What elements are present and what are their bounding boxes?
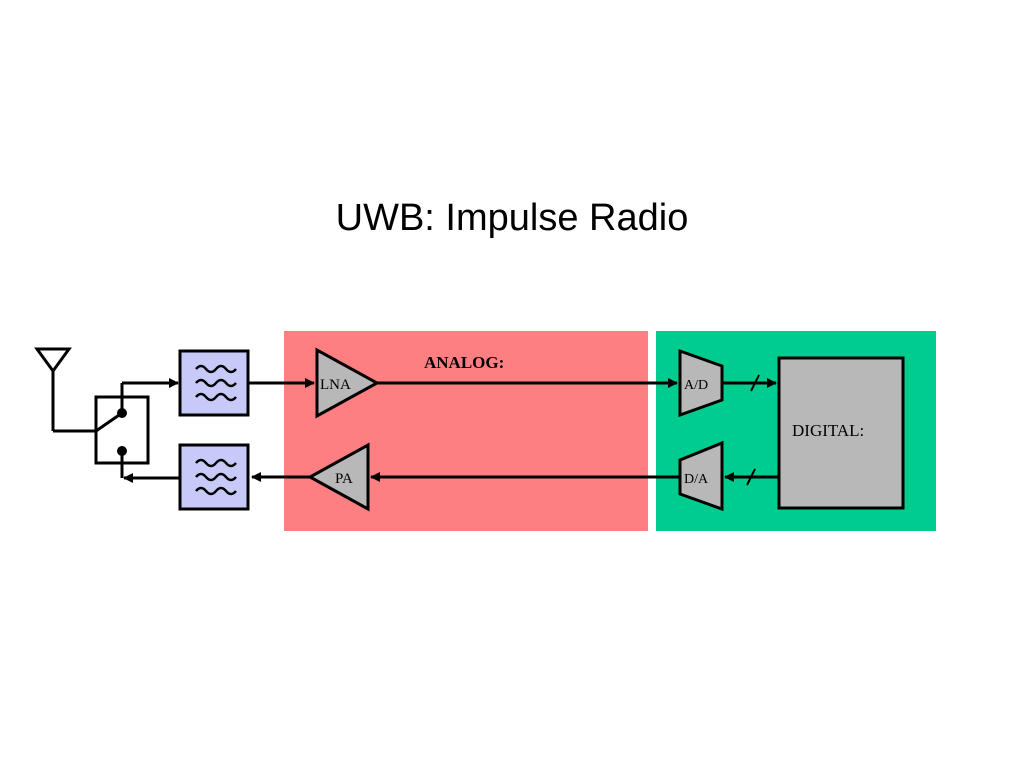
lna-amplifier: LNA (315, 347, 381, 419)
bandpass-filter-icon (195, 458, 237, 496)
digital-section-label: DIGITAL: (792, 421, 864, 440)
adc-converter: A/D (678, 348, 724, 418)
tx-filter (178, 443, 250, 511)
dac-bus-slash (746, 468, 756, 486)
slide-title: UWB: Impulse Radio (335, 197, 689, 239)
bandpass-filter-icon (195, 364, 237, 402)
dac-label: D/A (684, 472, 709, 487)
dac-converter: D/A (678, 440, 724, 512)
lna-label: LNA (320, 377, 351, 393)
adc-label: A/D (684, 378, 708, 393)
adc-bus-slash (750, 374, 760, 392)
rx-filter (178, 349, 250, 417)
pa-label: PA (335, 471, 353, 487)
digital-block: DIGITAL: (777, 356, 905, 510)
pa-amplifier: PA (306, 442, 370, 512)
antenna-icon (34, 347, 96, 433)
analog-section-label: ANALOG: (424, 353, 504, 372)
tr-switch (94, 383, 150, 478)
